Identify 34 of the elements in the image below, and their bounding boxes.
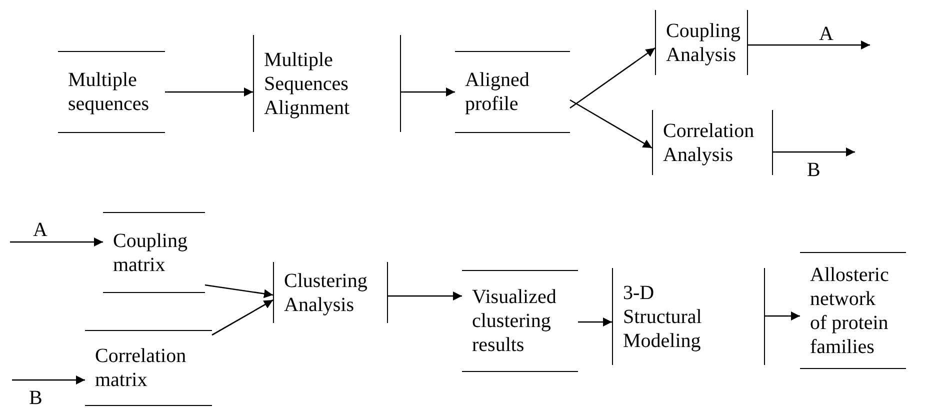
node-text: Multiple sequences <box>68 68 150 116</box>
arrow <box>578 318 612 326</box>
process-box <box>612 268 765 365</box>
data-store <box>800 252 906 369</box>
arrow <box>388 292 462 300</box>
process-box <box>655 10 748 75</box>
node-text: 3-D Structural Modeling <box>623 280 703 352</box>
node-text: Correlation matrix <box>95 344 188 392</box>
arrow <box>773 148 855 156</box>
node-text: Coupling matrix <box>113 228 188 276</box>
arrow <box>204 284 274 298</box>
node-text: Visualized clustering results <box>472 285 558 357</box>
arrow <box>570 47 656 109</box>
arrow <box>570 99 652 149</box>
arrow <box>212 299 274 336</box>
node-text: Multiple Sequences Alignment <box>264 48 351 120</box>
process-box <box>273 262 388 323</box>
node-text: Correlation Analysis <box>663 118 756 166</box>
data-store <box>85 330 212 406</box>
data-store <box>455 51 570 133</box>
arrow <box>12 376 85 384</box>
arrow <box>748 40 870 50</box>
arrow <box>165 88 253 96</box>
node-text: Aligned profile <box>465 68 530 116</box>
node-text: Clustering Analysis <box>284 268 368 316</box>
arrow <box>401 88 455 96</box>
arrow <box>10 238 103 246</box>
data-store <box>58 51 165 133</box>
process-box <box>652 110 773 175</box>
data-store <box>462 270 578 372</box>
process-box <box>253 35 401 132</box>
node-text: Allosteric network of protein families <box>810 262 890 358</box>
data-store <box>103 212 205 293</box>
arrow <box>765 312 800 320</box>
